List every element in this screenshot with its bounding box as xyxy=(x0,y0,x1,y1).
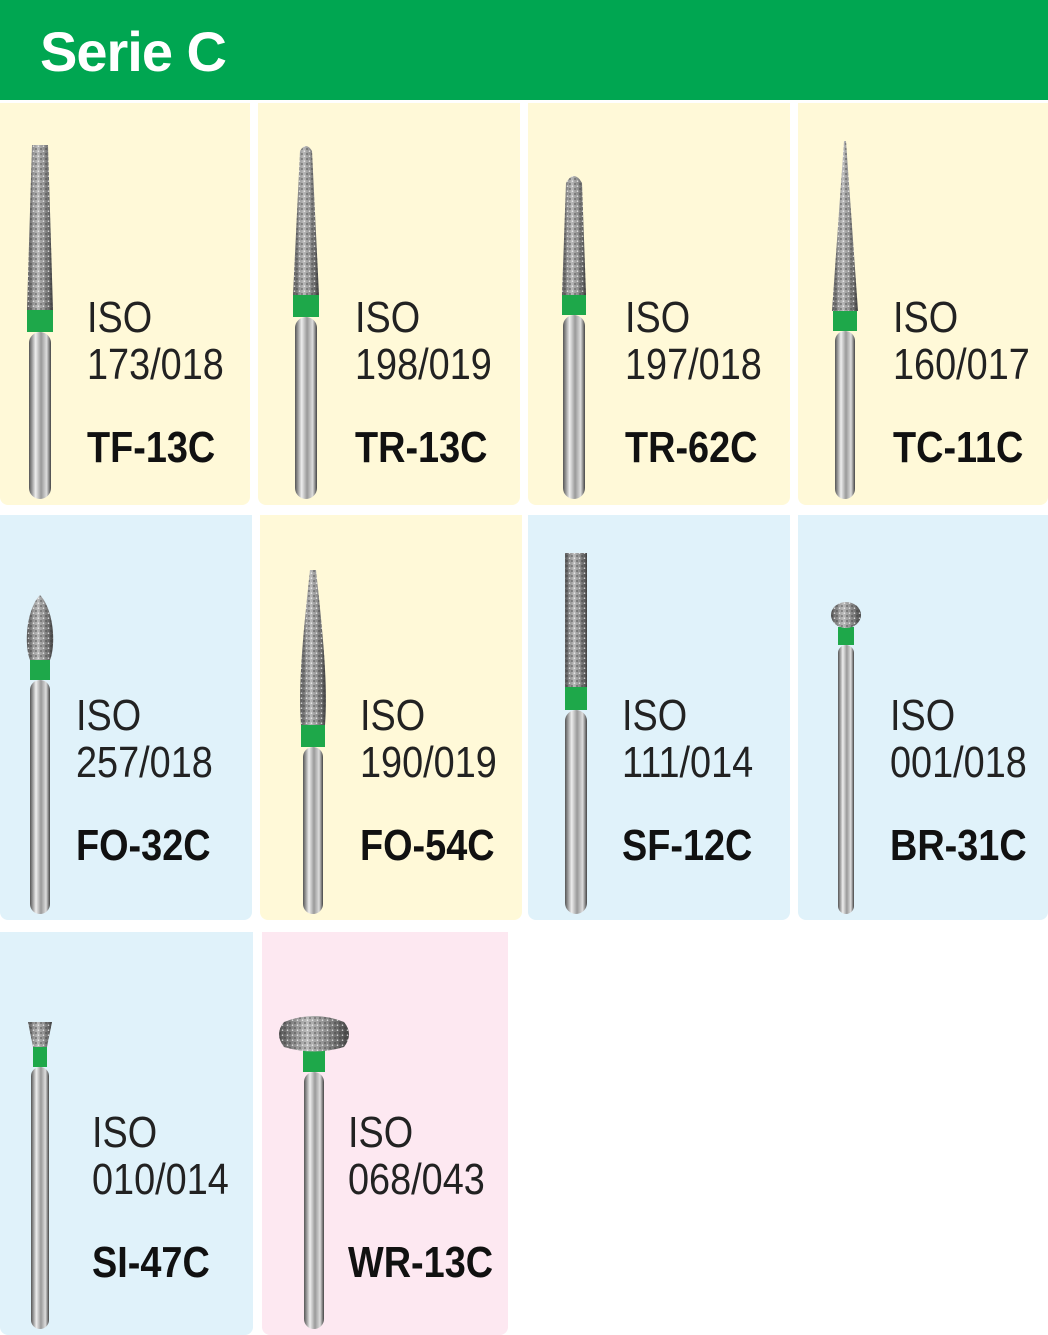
bur-code: FO-54C xyxy=(360,821,495,870)
bur-image-tapered-round xyxy=(293,146,319,499)
green-band xyxy=(565,687,587,710)
iso-label: ISO xyxy=(76,691,142,740)
green-band xyxy=(562,295,586,315)
bur-code: FO-32C xyxy=(76,821,211,870)
bur-code: BR-31C xyxy=(890,821,1027,870)
header-banner: Serie C xyxy=(0,0,1048,100)
green-band xyxy=(30,660,50,680)
iso-number: 197/018 xyxy=(625,340,762,389)
bur-image-tapered-round-short xyxy=(562,176,586,499)
bur-code: SI-47C xyxy=(92,1238,210,1287)
shank xyxy=(835,331,855,499)
shank xyxy=(563,315,585,499)
iso-number: 111/014 xyxy=(622,738,754,787)
green-band xyxy=(301,725,325,747)
shank xyxy=(303,747,323,914)
iso-label: ISO xyxy=(87,293,153,342)
bur-image-tapered-flat xyxy=(27,145,53,499)
iso-label: ISO xyxy=(625,293,691,342)
green-band xyxy=(303,1050,325,1072)
bur-image-wheel xyxy=(279,1016,349,1329)
bur-image-inverted-cone xyxy=(28,1022,52,1329)
iso-number: 010/014 xyxy=(92,1155,229,1204)
iso-number: 257/018 xyxy=(76,738,213,787)
shank xyxy=(30,680,50,914)
bur-image-flame xyxy=(300,570,326,914)
iso-number: 001/018 xyxy=(890,738,1027,787)
green-band xyxy=(833,311,857,331)
green-band xyxy=(33,1047,47,1067)
bur-code: TF-13C xyxy=(87,423,216,472)
shank xyxy=(29,332,51,499)
shank xyxy=(838,645,854,914)
bur-code: WR-13C xyxy=(348,1238,494,1287)
iso-number: 068/043 xyxy=(348,1155,485,1204)
iso-number: 198/019 xyxy=(355,340,492,389)
iso-label: ISO xyxy=(622,691,688,740)
iso-number: 160/017 xyxy=(893,340,1030,389)
bur-code: TC-11C xyxy=(893,423,1024,472)
bur-code: TR-62C xyxy=(625,423,758,472)
iso-number: 173/018 xyxy=(87,340,224,389)
page-title: Serie C xyxy=(40,20,227,83)
iso-label: ISO xyxy=(893,293,959,342)
iso-label: ISO xyxy=(360,691,426,740)
shank xyxy=(304,1072,324,1329)
shank xyxy=(31,1067,49,1329)
iso-label: ISO xyxy=(890,691,956,740)
iso-number: 190/019 xyxy=(360,738,497,787)
bur-image-ball xyxy=(831,602,861,914)
bur-image-cylinder xyxy=(565,553,587,914)
green-band xyxy=(838,627,854,645)
green-band xyxy=(293,295,319,317)
green-band xyxy=(27,310,53,332)
bur-code: SF-12C xyxy=(622,821,753,870)
iso-label: ISO xyxy=(348,1108,414,1157)
bur-image-egg xyxy=(26,595,54,914)
iso-label: ISO xyxy=(92,1108,158,1157)
shank xyxy=(565,710,587,914)
bur-code: TR-13C xyxy=(355,423,488,472)
shank xyxy=(295,317,317,499)
iso-label: ISO xyxy=(355,293,421,342)
bur-image-needle xyxy=(832,141,858,499)
